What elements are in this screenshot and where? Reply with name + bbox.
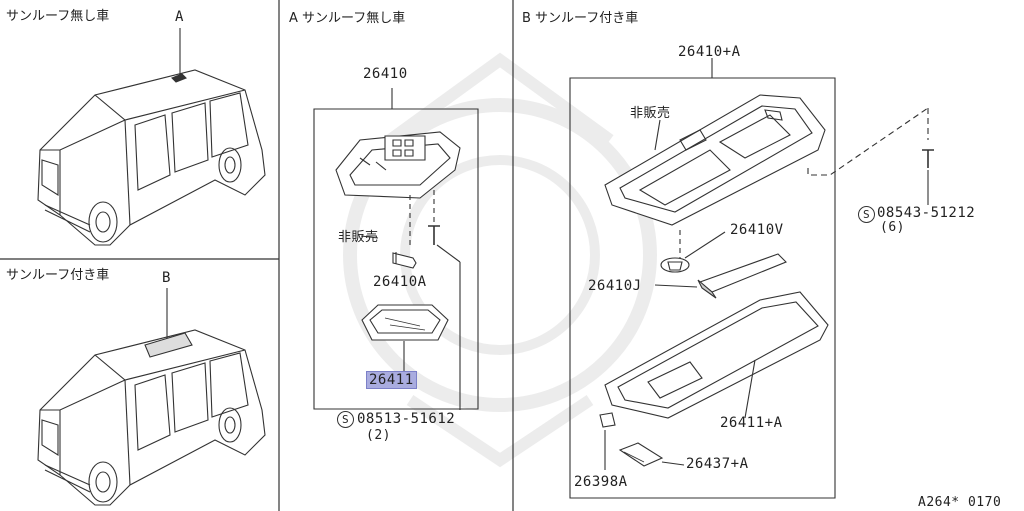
marker-a: A: [175, 9, 184, 25]
marker-b: B: [162, 270, 171, 286]
part-b-assembly: 26410+A: [678, 44, 741, 60]
panel-title-b: B サンルーフ付き車: [522, 11, 639, 26]
van-illustration-no-sunroof: [38, 28, 265, 245]
part-b-screw-qty: (6): [880, 220, 905, 235]
part-b-clip: 26398A: [574, 474, 628, 490]
panel-a-drawing: [314, 88, 478, 410]
part-a-assembly: 26410: [363, 66, 408, 82]
part-a-not-sold: 非販売: [338, 230, 379, 245]
part-b-screw-circle: S: [858, 206, 875, 223]
part-b-bulb: 26410J: [588, 278, 642, 294]
part-a-screw-circle: S: [337, 411, 354, 428]
panel-b-drawing: [570, 58, 934, 498]
part-b-switch: 26437+A: [686, 456, 749, 472]
part-b-screw-prefix: S: [862, 208, 871, 221]
part-b-socket: 26410V: [730, 222, 784, 238]
diagram-code: A264* 0170: [918, 495, 1002, 510]
panel-title-a: A サンルーフ無し車: [289, 11, 406, 26]
part-a-bulb: 26410A: [373, 274, 427, 290]
panel-title-sunroof: サンルーフ付き車: [6, 268, 110, 283]
part-b-not-sold: 非販売: [630, 106, 671, 121]
part-a-lens: 26411: [366, 371, 417, 389]
part-a-screw: 08513-51612: [357, 411, 456, 427]
part-a-screw-qty: (2): [366, 428, 391, 443]
part-a-screw-prefix: S: [341, 413, 350, 426]
panel-title-no-sunroof: サンルーフ無し車: [6, 9, 110, 24]
watermark-emblem: [343, 52, 657, 468]
van-illustration-sunroof: [38, 288, 265, 505]
part-b-screw: 08543-51212: [877, 205, 976, 221]
part-a-lens-highlight: 26411: [366, 371, 417, 389]
part-b-lens: 26411+A: [720, 415, 783, 431]
